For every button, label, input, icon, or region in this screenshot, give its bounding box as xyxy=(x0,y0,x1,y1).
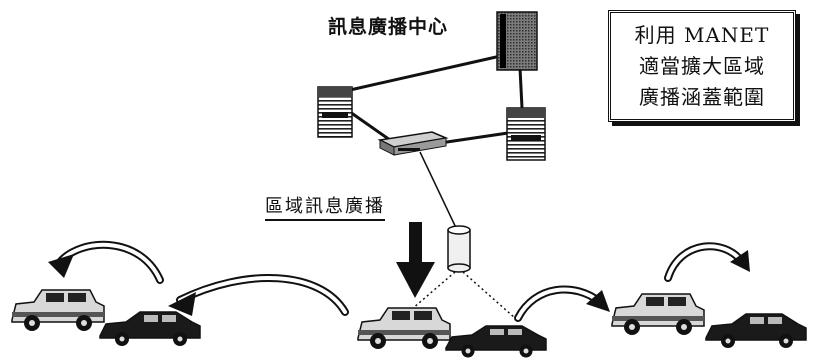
relay-arrow-far-left xyxy=(48,240,164,284)
link-server-left-to-hub xyxy=(349,110,391,142)
relay-arrow-left xyxy=(168,274,349,316)
broadcast-down-arrow xyxy=(396,222,435,298)
left-server-icon xyxy=(317,86,353,138)
relay-arrows xyxy=(48,240,750,322)
network-links xyxy=(349,53,524,145)
vehicle-suv-icon xyxy=(357,307,451,349)
link-server-left-to-center xyxy=(349,53,506,92)
vehicle-sedan-icon xyxy=(445,325,547,358)
vehicle-sedan-icon xyxy=(705,313,807,348)
link-center-to-server-right xyxy=(518,67,524,109)
broadcast-center-label: 訊息廣播中心 xyxy=(328,16,449,38)
base-station-icon xyxy=(447,225,471,273)
vehicle-sedan-icon xyxy=(99,311,201,346)
link-hub-to-station xyxy=(419,151,459,233)
central-server-icon xyxy=(496,11,538,71)
note-line: 廣播涵蓋範圍 xyxy=(639,84,765,109)
vehicle-suv-icon xyxy=(11,289,105,331)
relay-arrow-right xyxy=(514,285,610,322)
vehicle-suv-icon xyxy=(611,293,705,335)
note-line: 適當擴大區域 xyxy=(639,53,765,78)
relay-arrow-far-right xyxy=(664,242,750,282)
wireless-links xyxy=(404,271,516,319)
note-box: 利用 MANET 適當擴大區域 廣播涵蓋範圍 xyxy=(608,10,796,122)
right-server-icon xyxy=(506,107,546,161)
link-hub-to-server-right xyxy=(439,131,509,145)
local-broadcast-label: 區域訊息廣播 xyxy=(265,192,385,221)
network-hub-icon xyxy=(377,131,449,156)
note-line: 利用 MANET xyxy=(634,22,770,47)
